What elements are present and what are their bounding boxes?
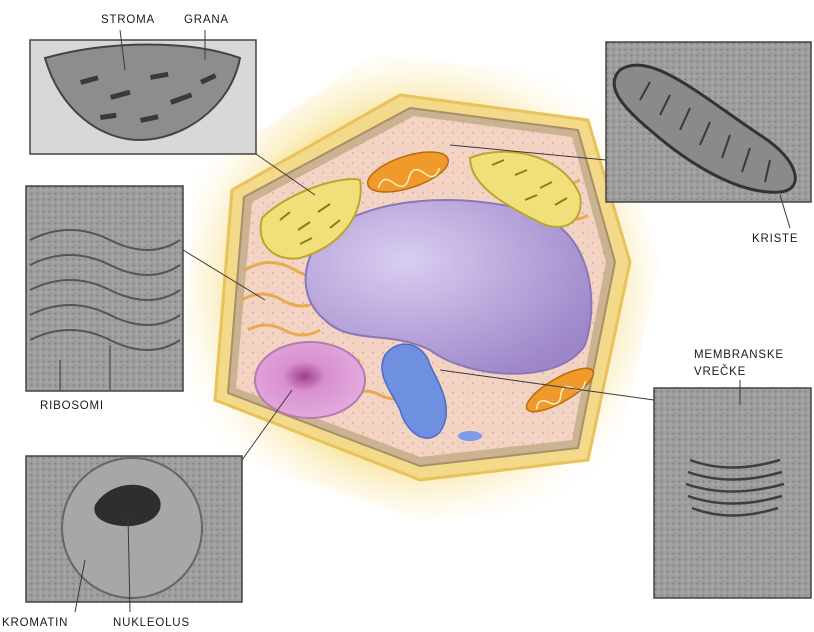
label-kromatin: KROMATIN bbox=[2, 617, 68, 630]
label-membranske: MEMBRANSKE bbox=[694, 349, 784, 362]
label-vrecke: VREČKE bbox=[694, 366, 746, 379]
label-ribosomi: RIBOSOMI bbox=[40, 400, 104, 413]
label-grana: GRANA bbox=[184, 14, 229, 27]
label-kriste: KRISTE bbox=[752, 233, 798, 246]
micrograph-nucleus bbox=[26, 456, 242, 602]
golgi-vesicle bbox=[458, 431, 482, 441]
micrograph-mitochondrion bbox=[606, 42, 811, 202]
micrograph-golgi bbox=[654, 388, 811, 598]
nucleus bbox=[255, 342, 365, 418]
micrograph-chloroplast bbox=[30, 40, 256, 154]
label-nukleolus: NUKLEOLUS bbox=[113, 617, 190, 630]
micrograph-ribosomes bbox=[26, 186, 183, 391]
label-stroma: STROMA bbox=[101, 14, 155, 27]
